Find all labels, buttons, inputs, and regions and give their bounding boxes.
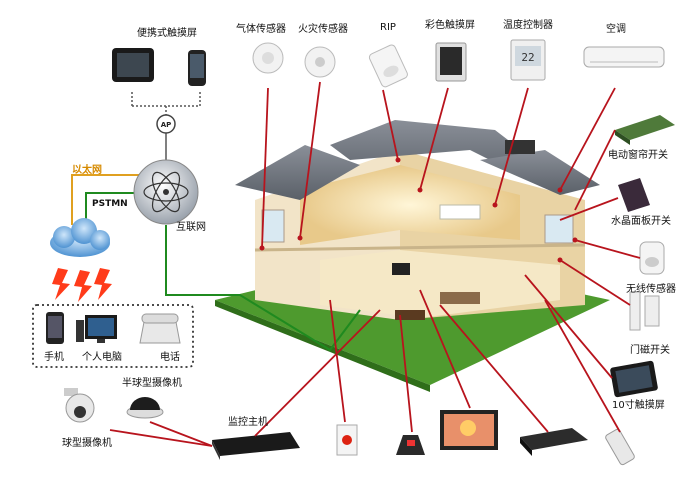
remote-control-device[interactable]: [605, 428, 636, 466]
label-pstmn: PSTMN: [92, 199, 128, 209]
label-touchscreen-10: 10寸触摸屏: [612, 400, 665, 411]
temp-controller-device[interactable]: 22: [510, 39, 546, 81]
roof-left: [235, 145, 360, 200]
wall-tv: [392, 263, 410, 275]
fire-sensor-device[interactable]: [304, 46, 336, 78]
color-touchscreen-device[interactable]: [435, 42, 467, 82]
lcd-panel-switch-device[interactable]: [618, 178, 650, 212]
client-devices-box: [32, 304, 194, 368]
label-curtain-switch: 电动窗帘开关: [608, 150, 668, 161]
floor-divider: [254, 243, 586, 252]
label-ball-camera: 球型摄像机: [62, 438, 112, 449]
mobile-phone-device[interactable]: [46, 312, 64, 344]
label-gas-sensor: 气体传感器: [236, 24, 286, 35]
house-interior-upper: [300, 165, 520, 245]
label-color-touchscreen: 彩色触摸屏: [425, 20, 475, 31]
table: [395, 310, 425, 320]
dome-camera-device[interactable]: [126, 397, 164, 419]
telephone-device[interactable]: [139, 313, 181, 344]
signal-bolts: [52, 268, 112, 302]
ball-camera-device[interactable]: [64, 388, 95, 423]
network-topology: [71, 92, 361, 352]
curtain-switch-device[interactable]: [615, 115, 675, 145]
label-temp-controller: 温度控制器: [503, 20, 553, 31]
thermostat-reading: 22: [521, 51, 534, 64]
cloud-icon: [50, 218, 110, 257]
label-mobile-phone: 手机: [44, 352, 64, 363]
sofa: [440, 292, 480, 304]
ethernet-line: [71, 174, 150, 225]
internet-line: [165, 225, 361, 352]
roof-right: [480, 150, 600, 195]
house-interior-lower: [320, 250, 560, 318]
personal-pc-device[interactable]: [76, 315, 117, 343]
roof-main: [330, 120, 560, 185]
pstmn-line: [85, 192, 138, 225]
emergency-button-device[interactable]: [336, 424, 358, 456]
label-air-conditioner: 空调: [606, 24, 626, 35]
label-telephone: 电话: [160, 352, 180, 363]
wireless-sensor-device[interactable]: [639, 241, 665, 275]
label-dome-camera: 半球型摄像机: [122, 378, 182, 389]
portable-touchscreen-devices[interactable]: [112, 48, 206, 86]
connector-lines: [109, 81, 641, 447]
label-ethernet: 以太网: [72, 165, 102, 176]
dvr-device[interactable]: [520, 428, 588, 456]
siren-device[interactable]: [396, 435, 425, 455]
air-conditioner-device[interactable]: [583, 46, 665, 68]
bed: [439, 204, 481, 220]
photo-frame-device[interactable]: [440, 410, 498, 450]
label-monitor-host: 监控主机: [228, 417, 268, 428]
label-rip: RIP: [380, 22, 396, 33]
label-internet: 互联网: [176, 222, 206, 233]
label-portable-touchscreen: 便携式触摸屏: [137, 28, 197, 39]
ap-node[interactable]: AP: [156, 114, 176, 134]
house-illustration: [215, 120, 610, 392]
ap-label: AP: [161, 121, 172, 129]
monitor-host-device[interactable]: [212, 432, 300, 460]
connector-dots: [259, 157, 578, 263]
window-right: [544, 214, 574, 244]
rip-sensor-device[interactable]: [368, 44, 409, 88]
label-lcd-panel-switch: 水晶面板开关: [611, 216, 671, 227]
label-fire-sensor: 火灾传感器: [298, 24, 348, 35]
label-wireless-sensor: 无线传感器: [626, 284, 676, 295]
internet-hub-globe: [133, 159, 199, 225]
label-door-sensor: 门磁开关: [630, 345, 670, 356]
gas-sensor-device[interactable]: [252, 42, 284, 74]
door-sensor-device[interactable]: [629, 291, 660, 331]
touchscreen-10-device[interactable]: [610, 360, 659, 398]
window-left: [261, 209, 285, 243]
label-personal-pc: 个人电脑: [82, 352, 122, 363]
